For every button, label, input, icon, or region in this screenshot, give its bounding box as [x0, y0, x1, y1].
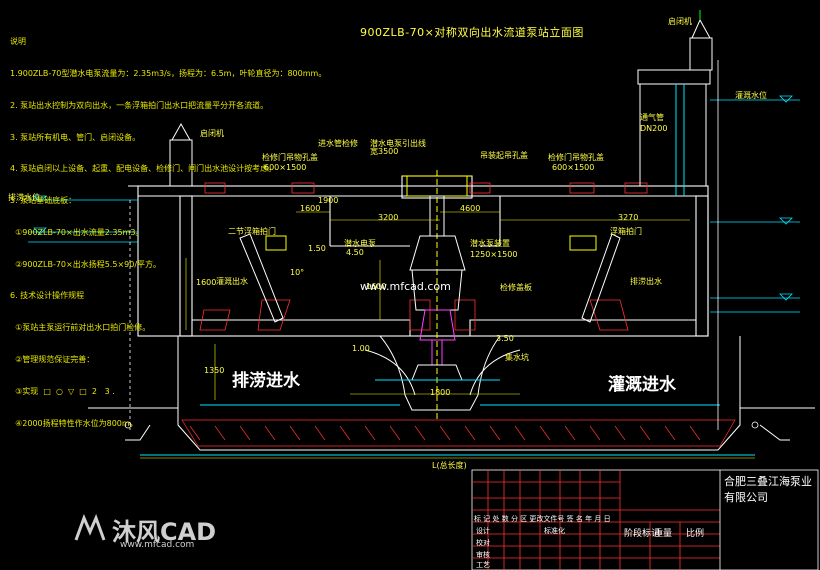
note-line: 4. 泵站启闭以上设备、起重、配电设备、检修门、闸门出水池设计按考虑。	[10, 164, 277, 174]
tb-cell: 数	[501, 515, 509, 523]
tb-cell: 日	[603, 515, 611, 523]
slab-left-label: 检修门吊物孔盖	[262, 153, 318, 162]
note-line: ①泵站主泵运行前对出水口拍门检修。	[10, 323, 151, 333]
elev-3: 3.50	[496, 334, 514, 343]
dim-1: 1600	[300, 204, 321, 213]
note-line: 1.900ZLB-70型潜水电泵流量为：2.35m3/s，扬程为：6.5m，叶轮…	[10, 68, 327, 78]
tb-cell: 年	[585, 515, 593, 523]
tb-cell: 标	[474, 515, 481, 523]
note-line: 5. 泵站基础底板：	[10, 196, 77, 206]
note-line: ④2000扬程特性作水位为800m。	[10, 418, 138, 428]
dim-6: 1600	[366, 282, 387, 291]
slab-left-dim: 600×1500	[264, 163, 307, 172]
gate-right-label: 浮箱拍门	[610, 227, 642, 236]
left-hoist	[128, 122, 193, 187]
watermark-center: www.mfcad.com	[360, 280, 451, 293]
vent-pipe	[637, 10, 713, 196]
tb-header-row: 标 记 处 数 分 区 更改文件号 签 名 年 月 日	[474, 514, 611, 524]
tb-check: 校对	[476, 539, 490, 547]
flap-gates	[239, 233, 621, 323]
dim-3: 4600	[460, 204, 481, 213]
pipe-label-2: 潜水电泵引出线	[370, 139, 426, 148]
base-label: 检修盖板	[500, 283, 532, 292]
drain-level-label: 排涝水位	[8, 193, 40, 202]
note-line: 2. 泵站出水控制为双向出水，一条浮箱拍门出水口把流量平分开各流道。	[10, 100, 269, 110]
company-name: 合肥三叠江海泵业有限公司	[724, 475, 812, 504]
tb-process: 工艺	[476, 561, 490, 569]
vent-dim: DN200	[640, 124, 668, 133]
tb-cell: 月	[594, 515, 602, 523]
tb-approve: 审核	[476, 551, 490, 559]
dim-9: 1900	[318, 196, 339, 205]
elev-1: 1.50	[308, 244, 326, 253]
tb-cell: 签	[566, 515, 574, 523]
dim-5: 1600	[196, 278, 217, 287]
hoist-right-label: 启闭机	[668, 17, 692, 26]
tb-cell: 记	[483, 515, 491, 523]
pump-top-label: 吊装起吊孔盖	[480, 151, 528, 160]
dim-4: 3270	[618, 213, 639, 222]
slab-right-dim: 600×1500	[552, 163, 595, 172]
drain-inlet-label: 排涝进水	[232, 371, 300, 391]
channels	[177, 335, 741, 411]
tb-scale: 比例	[686, 529, 705, 539]
slab-right-label: 检修门吊物孔盖	[548, 153, 604, 162]
note-line: ②900ZLB-70×出水扬程5.5×90/平方。	[10, 259, 162, 269]
dimension-lines	[140, 211, 755, 459]
dim-7: 1350	[204, 366, 225, 375]
motor-label: 潜水电泵	[344, 239, 376, 248]
dim-8: 1800	[430, 388, 451, 397]
tb-cell: 分	[510, 515, 518, 523]
note-line: ①900ZLB-70×出水流量2.35m3。	[10, 227, 144, 237]
note-line: 说明	[10, 37, 26, 47]
tb-cell: 更改文件号	[529, 515, 565, 523]
watermark-logo-icon	[74, 513, 108, 544]
slope-label: 10°	[290, 268, 305, 277]
vent-label: 通气管	[640, 113, 664, 122]
gate-left-label: 二节浮箱拍门	[228, 227, 276, 236]
note-line: ③实现 □ ○ ▽ □ 2 3 .	[10, 386, 115, 396]
title-block	[471, 469, 819, 570]
slab-hatch	[199, 182, 648, 331]
clear-space-label: 宽3500	[370, 147, 399, 156]
elev-4: 1.00	[352, 344, 370, 353]
design-notes: 说明 1.900ZLB-70型潜水电泵流量为：2.35m3/s，扬程为：6.5m…	[10, 16, 326, 440]
tb-cell: 处	[492, 515, 500, 523]
elev-2: 4.50	[346, 248, 364, 257]
tb-std: 标准化	[544, 527, 565, 535]
base-hatch	[181, 419, 736, 447]
drawing-title: 900ZLB-70×对称双向出水流道泵站立面图	[360, 26, 584, 39]
watermark-brand: 沐风CAD	[112, 518, 217, 546]
note-line: ②管理规范保证完善：	[10, 355, 95, 364]
hoist-left-label: 启闭机	[200, 129, 224, 138]
irrig-level-label: 灌溉水位	[735, 91, 767, 100]
foundation	[88, 407, 815, 456]
tb-weight: 重量	[654, 529, 673, 539]
axis-ticks	[124, 60, 759, 430]
tb-cell: 区	[520, 515, 528, 523]
tb-cell: 名	[575, 515, 583, 523]
watermark-site: www.mfcad.com	[120, 540, 195, 550]
tb-design: 设计	[476, 527, 490, 535]
outlet-left-label: 灌溉出水	[216, 277, 248, 286]
note-line: 6. 技术设计操作规程	[10, 291, 85, 301]
irrigation-inlet-label: 灌溉进水	[608, 375, 676, 395]
pump-assembly	[375, 170, 500, 420]
water-levels	[28, 95, 800, 313]
total-length-label: L(总长度)	[432, 461, 467, 470]
outlet-right-label: 排涝出水	[630, 277, 662, 286]
sump-label: 集水坑	[505, 353, 529, 362]
tb-stage-mark: 阶段标记	[624, 529, 661, 539]
pump-device-dim: 1250×1500	[470, 250, 518, 259]
pump-device-label: 潜水泵装置	[470, 239, 510, 248]
note-line: 3. 泵站所有机电、管门、启闭设备。	[10, 132, 141, 142]
pipe-label: 进水管检修	[318, 139, 358, 148]
dim-2: 3200	[378, 213, 399, 222]
